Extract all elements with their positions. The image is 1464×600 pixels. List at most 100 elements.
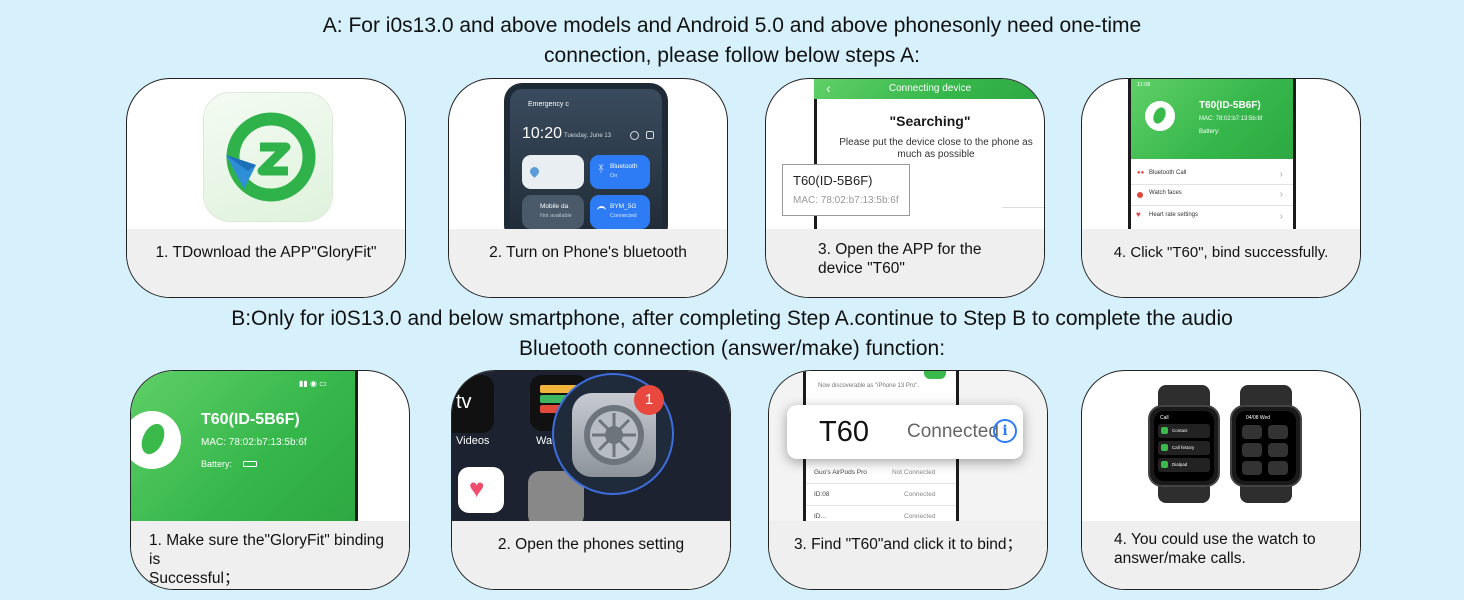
list-divider (1131, 184, 1293, 185)
watch-history-item[interactable]: Call history (1158, 441, 1210, 455)
watch-call-title: Call (1160, 415, 1169, 421)
device-battery: Battery: (201, 459, 233, 469)
step-a1-caption: 1. TDownload the APP"GloryFit" (127, 229, 405, 297)
gloryfit-logo-icon (226, 112, 316, 202)
section-b-heading-line1: B:Only for i0S13.0 and below smartphone,… (231, 307, 1233, 330)
t60-device-popup[interactable]: T60 Connected i (787, 405, 1023, 459)
brightness-icon[interactable] (1242, 461, 1262, 475)
phone-icon[interactable] (1242, 425, 1262, 439)
watch-date: 04/08 Wed (1246, 415, 1271, 421)
videos-label: Videos (456, 435, 490, 447)
menu-item-heart-rate[interactable]: ♥ Heart rate settings › (1131, 207, 1293, 227)
watch-right: 04/08 Wed (1230, 385, 1302, 503)
list-divider (1002, 207, 1044, 208)
moon-icon[interactable] (1242, 443, 1262, 457)
step-b3-caption: 3. Find "T60"and click it to bind； (769, 521, 1047, 589)
bt-device-name: ID... (814, 513, 826, 520)
device-name: T60(ID-5B6F) (201, 411, 300, 428)
step-b4-caption-line2: answer/make calls. (1114, 550, 1246, 567)
list-divider (1131, 205, 1293, 206)
phone-date: Tuesday, June 13 (564, 133, 612, 139)
device-battery: Battery: (1199, 129, 1220, 135)
bt-device-row[interactable]: ID:08 Connected (814, 491, 962, 498)
wifi-tile[interactable]: BYM_5G Connected (590, 195, 650, 229)
searching-hint-line2: much as possible (897, 149, 975, 160)
bt-device-state: Not Connected (892, 469, 936, 476)
device-mac: MAC: 78:02:b7:13:5b:6f (1199, 116, 1263, 122)
bt-device-row[interactable]: ID... Connected (814, 513, 962, 520)
step-b4-caption-line1: 4. You could use the watch to (1114, 531, 1316, 548)
step-b2-card: tv Videos Wa ♥ (451, 370, 731, 590)
step-a3-card: ‹ Connecting device "Searching" Please p… (765, 78, 1045, 298)
device-result-item[interactable]: T60(ID-5B6F) MAC: 78:02:b7:13:5b:6f (782, 164, 910, 216)
bt-device-state: Connected (904, 491, 936, 498)
step-b4-caption: 4. You could use the watch to answer/mak… (1082, 521, 1360, 589)
section-a-heading-line1: A: For i0s13.0 and above models and Andr… (322, 14, 1142, 37)
step-b1-caption-line1: 1. Make sure the"GloryFit" binding is (149, 532, 384, 568)
mobile-tile-state: Not available (540, 213, 572, 219)
bell-icon[interactable] (1268, 443, 1288, 457)
status-icons: ▮▮ ◉ ▭ (299, 379, 327, 388)
watch-item-label: Contact (1172, 428, 1188, 433)
health-icon: ♥ (458, 467, 504, 513)
contact-icon (1161, 427, 1168, 434)
device-result-mac: MAC: 78:02:b7:13:5b:6f (793, 195, 899, 206)
searching-hint: Please put the device close to the phone… (826, 137, 1044, 161)
back-chevron-icon[interactable]: ‹ (826, 80, 831, 96)
list-divider (806, 505, 956, 506)
menu-item-label: Heart rate settings (1149, 212, 1199, 218)
menu-item-label: Bluetooth Call (1149, 170, 1187, 176)
settings-app-icon[interactable]: 1 (552, 373, 674, 495)
app-header-title: Connecting device (888, 83, 972, 94)
section-a-heading: A: For i0s13.0 and above models and Andr… (0, 11, 1464, 71)
bt-device-state: Connected (904, 513, 936, 520)
menu-item-watch-faces[interactable]: Watch faces › (1131, 185, 1293, 205)
t60-device-name: T60 (819, 416, 869, 448)
battery-icon (243, 461, 257, 467)
phone-screen: 11:08 T60(ID-5B6F) MAC: 78:02:b7:13:5b:6… (1128, 79, 1296, 229)
wallet-label: Wa (536, 435, 553, 447)
app-header-bar: ‹ Connecting device (814, 79, 1044, 99)
watch-quick-grid (1242, 425, 1290, 477)
watch-contact-item[interactable]: Contact (1158, 424, 1210, 438)
phone-clock: 10:20 (522, 125, 563, 142)
bt-device-row[interactable]: Guo's AirPods Pro Not Connected (814, 469, 962, 476)
section-b-steps: ▮▮ ◉ ▭ T60(ID-5B6F) MAC: 78:02:b7:13:5b:… (0, 370, 1464, 590)
step-b2-caption: 2. Open the phones setting (452, 521, 730, 589)
device-header: 11:08 T60(ID-5B6F) MAC: 78:02:b7:13:5b:6… (1131, 79, 1293, 159)
menu-item-bluetooth-call[interactable]: ●● Bluetooth Call › (1131, 165, 1293, 185)
step-a4-caption: 4. Click "T60", bind successfully. (1082, 229, 1360, 297)
data-usage-tile[interactable] (522, 155, 584, 189)
chevron-right-icon: › (1279, 169, 1283, 180)
bluetooth-tile-label: Bluetooth (610, 163, 638, 170)
phone-frame-edge (355, 371, 358, 521)
call-icon: ●● (1137, 170, 1145, 176)
section-a-steps: 1. TDownload the APP"GloryFit" Emergency… (0, 78, 1464, 298)
watch-dialpad-item[interactable]: Dialpad (1158, 458, 1210, 472)
apple-tv-icon: tv (452, 375, 494, 433)
grid-icon[interactable] (1268, 425, 1288, 439)
settings-gear-icon (630, 131, 639, 140)
step-a3-caption-line2: device "T60" (818, 260, 905, 277)
status-time: 11:08 (1137, 82, 1151, 88)
step-b1-card: ▮▮ ◉ ▭ T60(ID-5B6F) MAC: 78:02:b7:13:5b:… (130, 370, 410, 590)
t60-device-status: Connected (907, 421, 999, 442)
bluetooth-tile[interactable]: ᛡ Bluetooth On (590, 155, 650, 189)
searching-hint-line1: Please put the device close to the phone… (839, 137, 1033, 148)
flashlight-icon[interactable] (1268, 461, 1288, 475)
watch-item-label: Call history (1172, 445, 1195, 450)
device-mac: MAC: 78:02:b7:13:5b:6f (201, 437, 307, 448)
toggle-switch[interactable] (924, 371, 946, 379)
menu-item-label: Watch faces (1149, 190, 1182, 196)
step-a2-card: Emergency c 10:20 Tuesday, June 13 ᛡ Blu… (448, 78, 728, 298)
info-icon[interactable]: i (993, 419, 1017, 443)
gear-icon (584, 405, 644, 465)
discoverable-hint: Now discoverable as "iPhone 13 Pro". (818, 383, 919, 389)
mobile-data-tile[interactable]: Mobile da Not available (522, 195, 584, 229)
wifi-tile-label: BYM_5G (610, 203, 637, 210)
step-a1-card: 1. TDownload the APP"GloryFit" (126, 78, 406, 298)
step-a4-card: 11:08 T60(ID-5B6F) MAC: 78:02:b7:13:5b:6… (1081, 78, 1361, 298)
device-result-name: T60(ID-5B6F) (793, 173, 873, 188)
watch-avatar-icon (131, 411, 181, 469)
step-a3-caption: 3. Open the APP for the device "T60" (766, 229, 1044, 297)
